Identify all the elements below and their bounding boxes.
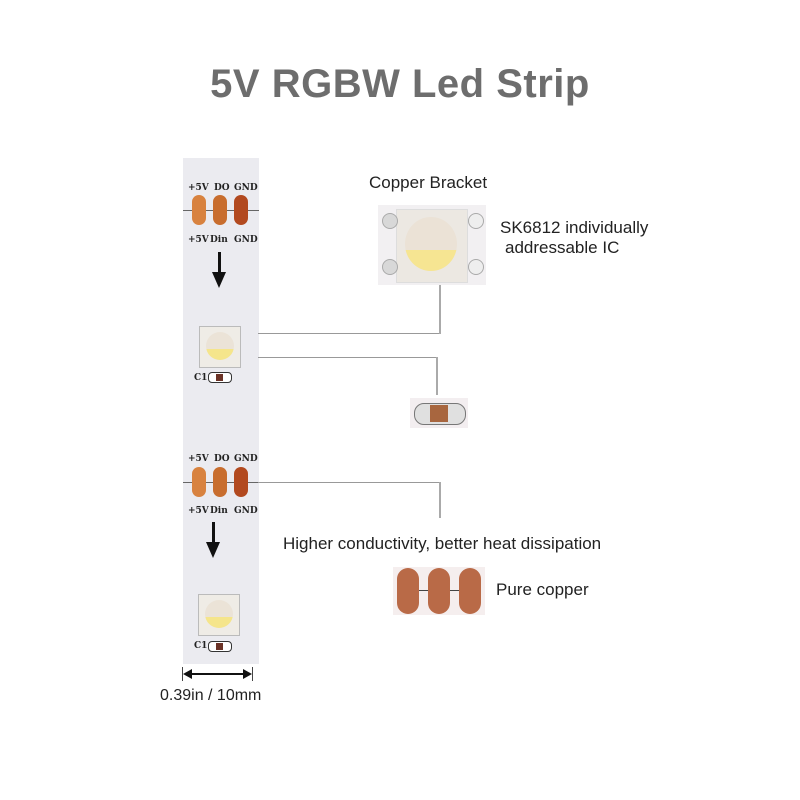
solder-pad: [234, 467, 248, 497]
led-chip: [198, 594, 240, 636]
dimension-tick: [252, 667, 253, 681]
pure-copper-label: Pure copper: [496, 580, 589, 599]
capacitor: [208, 372, 232, 383]
solder-pad: [213, 467, 227, 497]
leader-line: [258, 333, 441, 334]
capacitor-label: C1: [194, 641, 208, 651]
pad-label-din: Din: [210, 235, 228, 245]
capacitor-label: C1: [194, 373, 208, 383]
led-chip: [199, 326, 241, 368]
solder-pad: [192, 195, 206, 225]
leader-line: [439, 284, 441, 334]
leader-line: [439, 482, 441, 518]
arrow-down-icon: [218, 252, 221, 274]
capacitor-closeup: [410, 398, 468, 428]
heat-dissipation-label: Higher conductivity, better heat dissipa…: [283, 534, 602, 553]
ic-label-line2: addressable IC: [505, 238, 620, 257]
ic-label-line1: SK6812 individually: [500, 218, 649, 237]
arrow-down-icon: [212, 272, 226, 288]
pad-label-5v: +5V: [188, 183, 209, 193]
arrow-left-icon: [183, 669, 192, 679]
pad-label-gnd: GND: [234, 183, 258, 193]
led-strip: [183, 158, 259, 664]
led-closeup: [378, 205, 486, 285]
arrow-right-icon: [243, 669, 252, 679]
page-title: 5V RGBW Led Strip: [210, 62, 590, 106]
arrow-down-icon: [212, 522, 215, 544]
solder-pad: [213, 195, 227, 225]
leader-line: [258, 482, 441, 483]
pad-label-5v: +5V: [188, 454, 209, 464]
leader-line: [436, 357, 438, 395]
pad-label-do: DO: [214, 183, 230, 193]
pad-label-din: Din: [210, 506, 228, 516]
width-label: 0.39in / 10mm: [160, 687, 262, 704]
pad-label-gnd: GND: [234, 454, 258, 464]
arrow-down-icon: [206, 542, 220, 558]
copper-pads-closeup: [393, 567, 485, 615]
solder-pad: [192, 467, 206, 497]
leader-line: [258, 357, 438, 358]
capacitor: [208, 641, 232, 652]
pad-label-do: DO: [214, 454, 230, 464]
solder-pad: [234, 195, 248, 225]
copper-bracket-label: Copper Bracket: [369, 173, 488, 192]
pad-label-5v: +5V: [188, 235, 209, 245]
pad-label-gnd: GND: [234, 235, 258, 245]
pad-label-gnd: GND: [234, 506, 258, 516]
dimension-arrow-icon: [186, 673, 248, 675]
dimension-tick: [182, 667, 183, 681]
pad-label-5v: +5V: [188, 506, 209, 516]
